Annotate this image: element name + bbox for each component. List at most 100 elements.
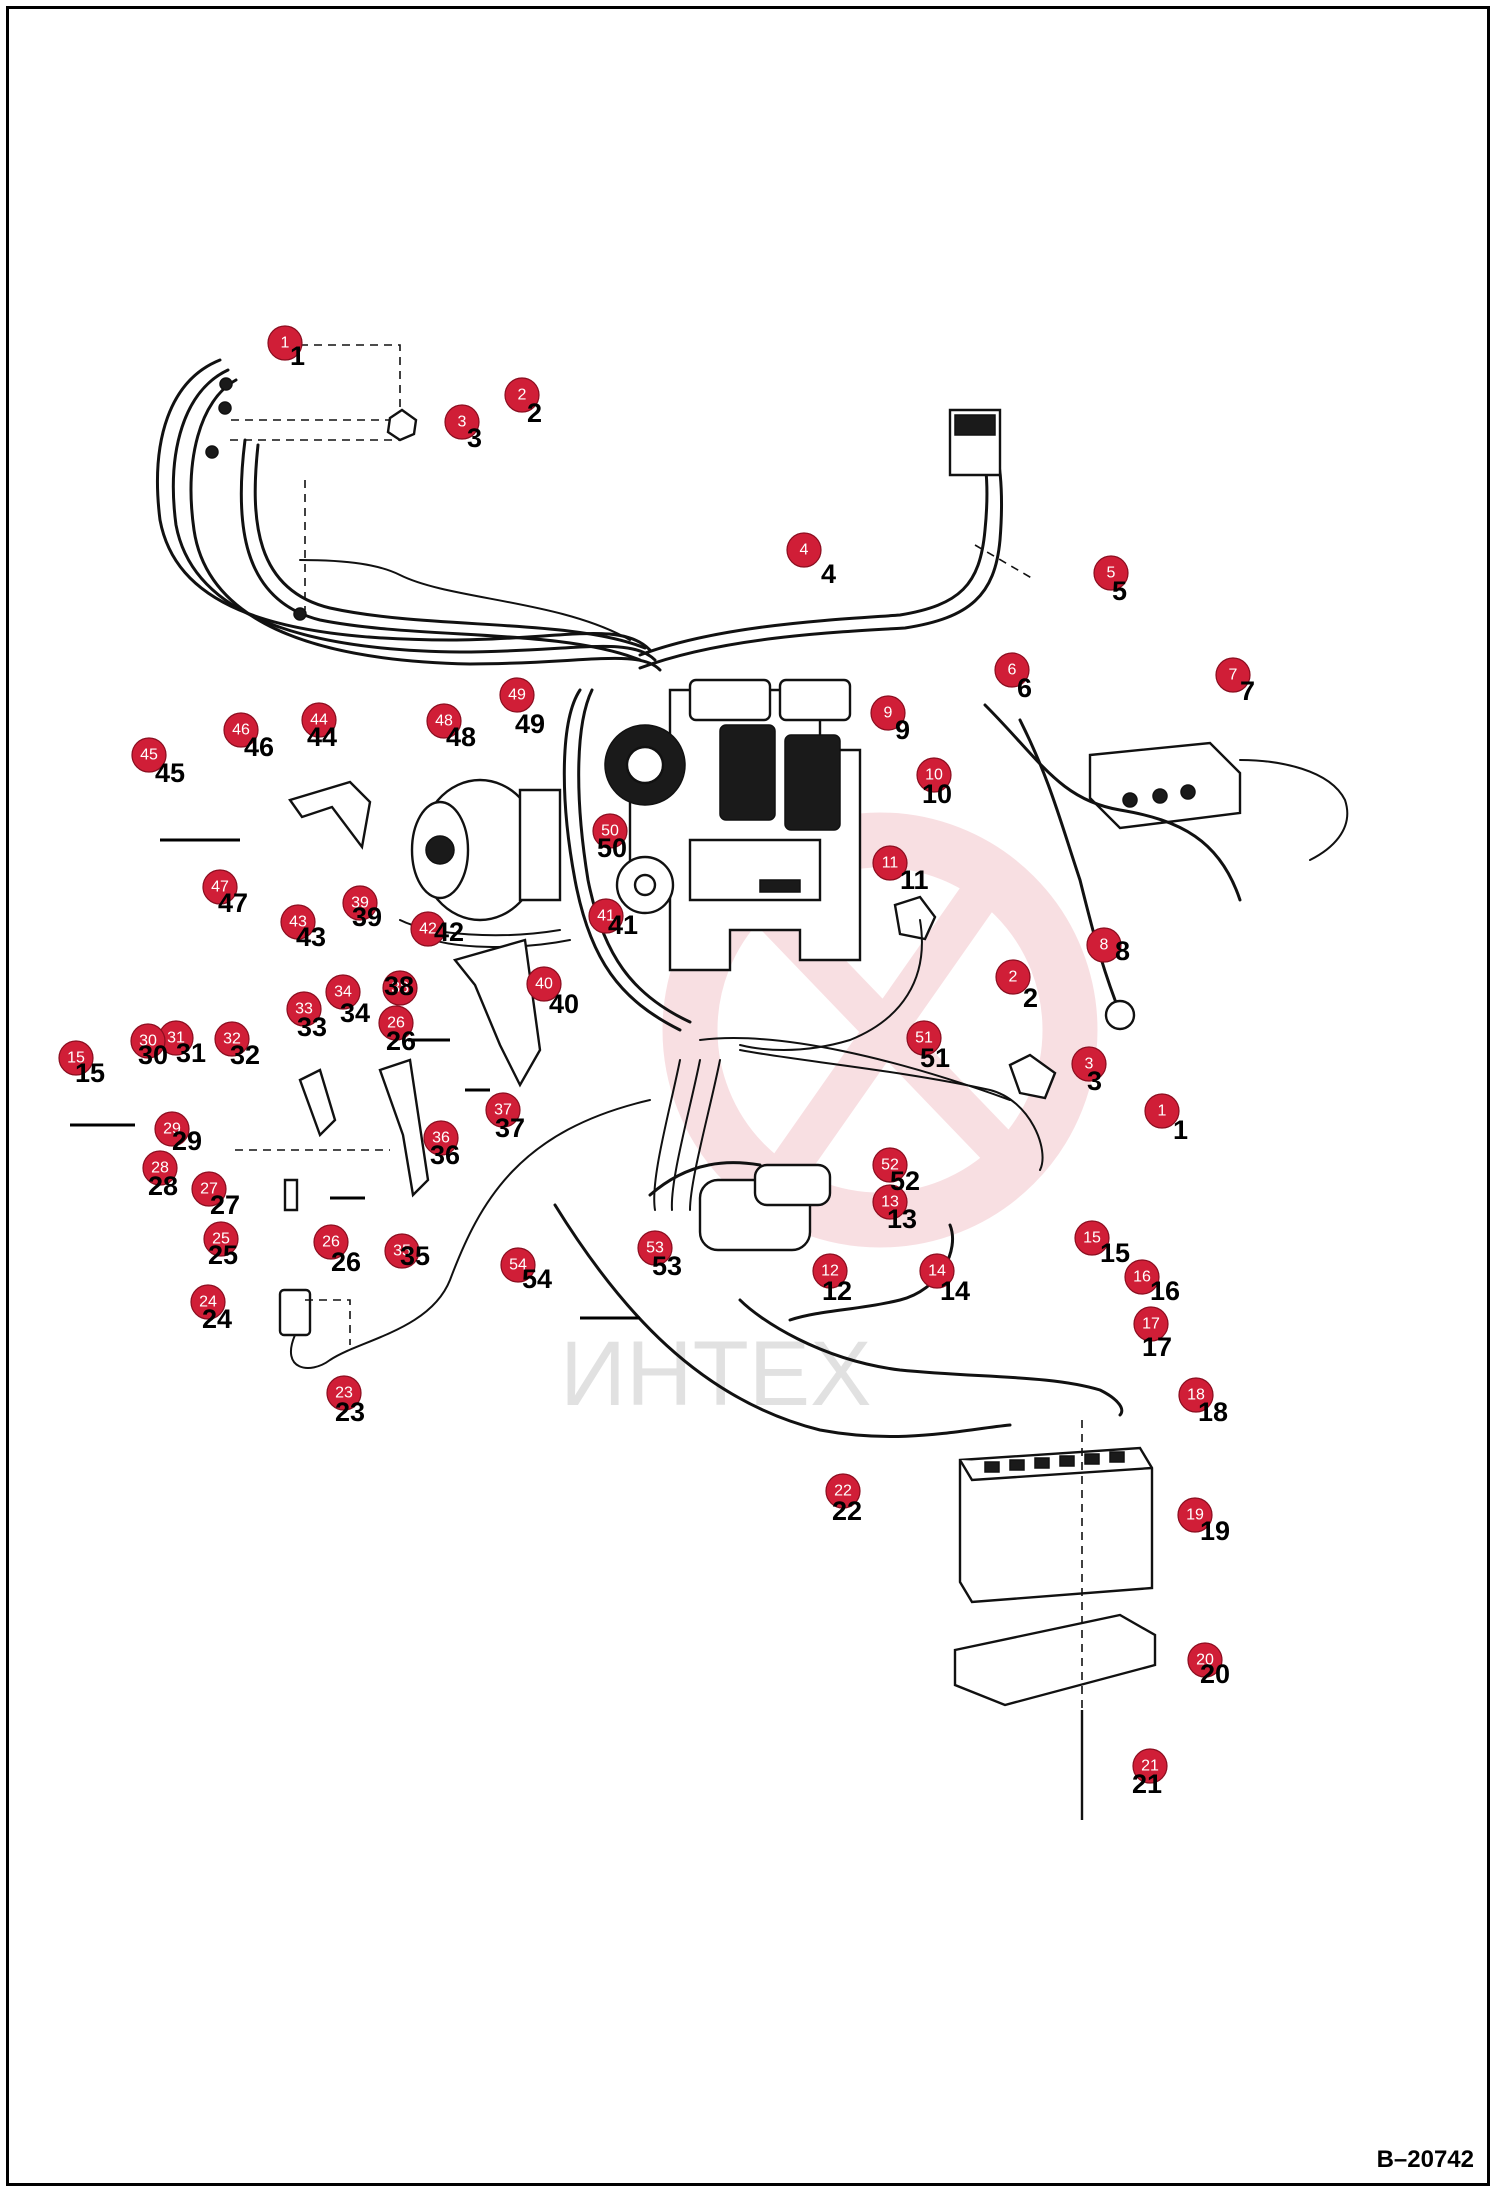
part-number-label-46: 46 (244, 732, 274, 762)
callout-circle (1177, 1497, 1213, 1533)
callout-number: 8 (1100, 937, 1109, 954)
part-number-label-10: 10 (922, 779, 952, 809)
part-number-label-44: 44 (307, 722, 337, 752)
callout-circle (382, 970, 418, 1006)
watermark-text: ИНТЕХ (560, 1323, 872, 1425)
callout-number: 21 (1141, 1758, 1159, 1775)
callout-26: 26 (378, 1005, 414, 1041)
callout-circle (504, 377, 540, 413)
callout-circle (872, 845, 908, 881)
callout-circle (870, 695, 906, 731)
callout-number: 36 (432, 1130, 450, 1147)
callout-35: 35 (384, 1233, 420, 1269)
part-number-label-35: 35 (400, 1241, 430, 1271)
callout-circle (154, 1111, 190, 1147)
callout-number: 10 (925, 767, 943, 784)
callout-25: 25 (203, 1221, 239, 1257)
callout-17: 17 (1133, 1306, 1169, 1342)
callout-16: 16 (1124, 1259, 1160, 1295)
callout-3: 3 (1071, 1046, 1107, 1082)
part-number-label-47: 47 (218, 888, 248, 918)
callout-11: 11 (872, 845, 908, 881)
callout-number: 16 (1133, 1269, 1151, 1286)
callout-number: 7 (1229, 667, 1238, 684)
upper-wire-harness (156, 344, 662, 672)
part-number-label-15: 15 (1100, 1238, 1130, 1268)
callout-number: 15 (67, 1050, 85, 1067)
callout-circle (342, 885, 378, 921)
callout-number: 5 (1107, 565, 1116, 582)
part-number-label-2: 2 (527, 398, 542, 428)
part-number-label-36: 36 (430, 1140, 460, 1170)
part-number-label-38: 38 (384, 971, 414, 1001)
callout-52: 52 (872, 1147, 908, 1183)
callout-39: 39 (342, 885, 378, 921)
callout-34: 34 (325, 974, 361, 1010)
callout-circle (1215, 657, 1251, 693)
callout-number: 1 (281, 335, 290, 352)
callout-circle (384, 1233, 420, 1269)
part-number-label-25: 25 (208, 1240, 238, 1270)
part-number-label-7: 7 (1240, 676, 1255, 706)
callout-circle (142, 1150, 178, 1186)
callout-circle (812, 1253, 848, 1289)
part-number-label-53: 53 (652, 1251, 682, 1281)
callout-circle (1074, 1220, 1110, 1256)
callout-7: 7 (1215, 657, 1251, 693)
callout-number: 28 (151, 1160, 169, 1177)
callout-54: 54 (500, 1247, 536, 1283)
callout-4: 4 (786, 532, 822, 568)
part-number-label-13: 13 (887, 1204, 917, 1234)
callout-number: 9 (884, 705, 893, 722)
callout-number: 39 (351, 895, 369, 912)
part-number-label-16: 16 (1150, 1276, 1180, 1306)
callout-circle (223, 712, 259, 748)
callout-20: 20 (1187, 1642, 1223, 1678)
starter-motor (553, 1037, 1124, 1438)
callout-circle (592, 813, 628, 849)
callout-12: 12 (812, 1253, 848, 1289)
part-number-label-18: 18 (1198, 1397, 1228, 1427)
part-number-label-54: 54 (522, 1264, 552, 1294)
part-number-label-8: 8 (1115, 936, 1130, 966)
watermark: ИНТЕХ (560, 812, 1098, 1425)
part-number-label-6: 6 (1017, 673, 1032, 703)
callout-19: 19 (1177, 1497, 1213, 1533)
callout-8: 8 (1086, 927, 1122, 963)
part-number-label-3: 3 (467, 423, 482, 453)
main-wire-harness (562, 408, 1036, 1032)
callout-circle (58, 1040, 94, 1076)
part-number-label-50: 50 (597, 833, 627, 863)
callout-circle (191, 1171, 227, 1207)
callout-number: 53 (646, 1240, 664, 1257)
part-number-label-19: 19 (1200, 1516, 1230, 1546)
part-number-label-22: 22 (832, 1496, 862, 1526)
callout-14: 14 (919, 1253, 955, 1289)
part-number-label-9: 9 (895, 715, 910, 745)
callout-number: 23 (335, 1385, 353, 1402)
diagram-frame (6, 6, 1490, 2186)
callout-circle (1071, 1046, 1107, 1082)
part-number-label-41: 41 (608, 910, 638, 940)
part-number-label-39: 39 (352, 902, 382, 932)
callout-15: 15 (1074, 1220, 1110, 1256)
callout-circle (190, 1284, 226, 1320)
callout-number: 15 (1083, 1230, 1101, 1247)
callout-circle (301, 702, 337, 738)
callout-number: 11 (882, 855, 899, 872)
part-number-label-31: 31 (176, 1038, 206, 1068)
callout-number: 25 (212, 1231, 230, 1248)
callout-number: 30 (139, 1033, 157, 1050)
callout-6: 6 (994, 652, 1030, 688)
part-number-label-12: 12 (822, 1276, 852, 1306)
callout-number: 17 (1142, 1316, 1160, 1333)
callout-number: 31 (167, 1030, 185, 1047)
callout-number: 49 (508, 687, 526, 704)
callout-28: 28 (142, 1150, 178, 1186)
part-number-label-17: 17 (1142, 1332, 1172, 1362)
callout-44: 44 (301, 702, 337, 738)
callout-number: 6 (1008, 662, 1017, 679)
callout-circle (500, 1247, 536, 1283)
part-number-label-33: 33 (297, 1012, 327, 1042)
callout-circle (1086, 927, 1122, 963)
